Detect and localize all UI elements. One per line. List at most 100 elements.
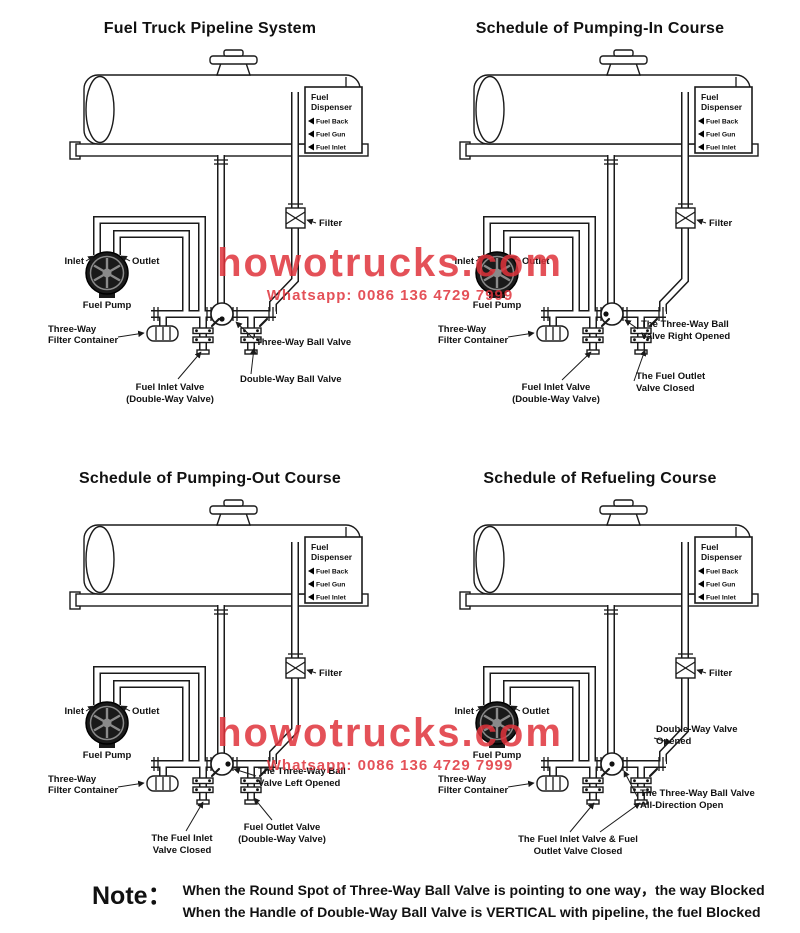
ball-valve-dot bbox=[225, 761, 231, 767]
annotation-fuel-inlet-valve: (Double-Way Valve) bbox=[126, 394, 214, 405]
leader-arrow bbox=[177, 351, 202, 380]
fuel-dispenser-label: Dispenser bbox=[311, 552, 353, 562]
outlet-label: Outlet bbox=[522, 256, 550, 267]
note-line-2: When the Handle of Double-Way Ball Valve… bbox=[182, 904, 761, 921]
outlet-label: Outlet bbox=[522, 706, 550, 717]
fuel-gun-arrow-icon bbox=[698, 580, 704, 588]
fuel-back-arrow-icon bbox=[308, 117, 314, 125]
leader-arrow bbox=[233, 767, 257, 777]
three-way-filter-container-label: Three-Way bbox=[438, 774, 487, 785]
pumping-out-schematic: Fuel Dispenser Fuel Back Fuel Gun Fuel I… bbox=[48, 492, 400, 856]
fuel-dispenser-label: Dispenser bbox=[701, 552, 743, 562]
filter-label: Filter bbox=[709, 218, 733, 229]
fuel-gun-label: Fuel Gun bbox=[316, 132, 345, 139]
fuel-dispenser-label: Fuel bbox=[701, 92, 718, 102]
pumping-in-schematic: Fuel Dispenser Fuel Back Fuel Gun Fuel I… bbox=[438, 42, 790, 405]
three-way-filter-container-label: Three-Way bbox=[48, 774, 97, 785]
annotation-fuel-inlet-valve-state: Valve Closed bbox=[153, 845, 212, 856]
panel-title: Schedule of Pumping-Out Course bbox=[78, 470, 341, 487]
fuel-back-label: Fuel Back bbox=[316, 119, 348, 126]
fuel-back-label: Fuel Back bbox=[316, 569, 348, 576]
leader-arrow bbox=[306, 668, 317, 675]
filter-label: Filter bbox=[319, 218, 343, 229]
note-line-1: When the Round Spot of Three-Way Ball Va… bbox=[182, 882, 765, 898]
fuel-inlet-label: Fuel Inlet bbox=[316, 595, 347, 602]
leader-arrow bbox=[569, 802, 595, 833]
leader-arrow bbox=[507, 330, 535, 338]
outlet-label: Outlet bbox=[132, 256, 160, 267]
leader-arrow bbox=[250, 347, 257, 375]
fuel-gun-label: Fuel Gun bbox=[706, 132, 735, 139]
annotation-fuel-inlet-valve: (Double-Way Valve) bbox=[512, 394, 600, 405]
three-way-filter-container-label: Filter Container bbox=[438, 335, 509, 346]
leader-arrow bbox=[633, 349, 647, 382]
leader-arrow bbox=[561, 351, 592, 381]
fuel-inlet-arrow-icon bbox=[308, 143, 314, 151]
inlet-label: Inlet bbox=[454, 256, 474, 267]
leader-arrow bbox=[117, 330, 145, 338]
fuel-inlet-label: Fuel Inlet bbox=[316, 145, 347, 152]
leader-arrow bbox=[653, 737, 672, 745]
fuel-dispenser-label: Fuel bbox=[701, 542, 718, 552]
fuel-pump-label: Fuel Pump bbox=[473, 750, 522, 761]
three-way-filter-container-label: Filter Container bbox=[48, 785, 119, 796]
leader-arrow bbox=[85, 255, 95, 262]
annotation-fuel-outlet-valve-state: The Fuel Outlet bbox=[636, 371, 706, 382]
three-way-filter-container-label: Filter Container bbox=[438, 785, 509, 796]
fuel-inlet-label: Fuel Inlet bbox=[706, 595, 737, 602]
panel-refueling: Schedule of Refueling Course Fuel Dispen… bbox=[410, 456, 790, 902]
leader-arrow bbox=[696, 668, 707, 675]
panel-pumping-out: Schedule of Pumping-Out Course Fuel Disp… bbox=[20, 456, 400, 902]
fuel-back-arrow-icon bbox=[698, 117, 704, 125]
fuel-dispenser-label: Dispenser bbox=[701, 102, 743, 112]
three-way-filter-container-label: Filter Container bbox=[48, 335, 119, 346]
fuel-back-label: Fuel Back bbox=[706, 119, 738, 126]
leader-arrow bbox=[623, 770, 639, 799]
fuel-back-arrow-icon bbox=[308, 567, 314, 575]
annotation-three-way-ball-valve-state: The Three-Way Ball Valve bbox=[640, 788, 755, 799]
refueling-schematic: Fuel Dispenser Fuel Back Fuel Gun Fuel I… bbox=[438, 492, 790, 857]
panel-title: Schedule of Refueling Course bbox=[483, 470, 717, 487]
annotation-inlet-outlet-valves-state: Outlet Valve Closed bbox=[534, 846, 623, 857]
fuel-inlet-arrow-icon bbox=[308, 593, 314, 601]
annotation-double-way-valve-state: Opened bbox=[656, 736, 692, 747]
pipeline-schematic: Fuel Dispenser Fuel Back Fuel Gun Fuel I… bbox=[48, 42, 400, 405]
leader-arrow bbox=[120, 255, 131, 262]
leader-arrow bbox=[85, 705, 95, 712]
three-way-filter-container-label: Three-Way bbox=[438, 324, 487, 335]
annotation-fuel-outlet-valve-state: Valve Closed bbox=[636, 383, 695, 394]
fuel-gun-label: Fuel Gun bbox=[316, 582, 345, 589]
annotation-three-way-ball-valve: Three-Way Ball Valve bbox=[256, 337, 351, 348]
fuel-gun-label: Fuel Gun bbox=[706, 582, 735, 589]
fuel-pump-label: Fuel Pump bbox=[473, 300, 522, 311]
leader-arrow bbox=[624, 319, 639, 330]
fuel-inlet-arrow-icon bbox=[698, 593, 704, 601]
fuel-gun-arrow-icon bbox=[308, 130, 314, 138]
leader-arrow bbox=[253, 797, 273, 821]
panel-title: Schedule of Pumping-In Course bbox=[475, 20, 725, 37]
panel-pipeline-system: Fuel Truck Pipeline System Fuel Dispense… bbox=[20, 6, 400, 452]
fuel-pump-label: Fuel Pump bbox=[83, 750, 132, 761]
leader-arrow bbox=[599, 802, 641, 833]
inlet-label: Inlet bbox=[454, 706, 474, 717]
ball-valve-dot bbox=[603, 311, 609, 317]
annotation-three-way-ball-valve-state: Valve Left Opened bbox=[258, 778, 341, 789]
annotation-inlet-outlet-valves-state: The Fuel Inlet Valve & Fuel bbox=[518, 834, 638, 845]
annotation-fuel-inlet-valve: Fuel Inlet Valve bbox=[522, 382, 591, 393]
annotation-fuel-outlet-valve: (Double-Way Valve) bbox=[238, 834, 326, 845]
filter-label: Filter bbox=[319, 668, 343, 679]
leader-arrow bbox=[475, 705, 485, 712]
leader-arrow bbox=[235, 321, 255, 340]
annotation-double-way-valve-state: Double-Way Valve bbox=[656, 724, 737, 735]
fuel-dispenser-label: Dispenser bbox=[311, 102, 353, 112]
fuel-gun-arrow-icon bbox=[308, 580, 314, 588]
fuel-back-label: Fuel Back bbox=[706, 569, 738, 576]
leader-arrow bbox=[185, 801, 204, 832]
leader-arrow bbox=[510, 255, 521, 262]
leader-arrow bbox=[117, 780, 145, 788]
leader-arrow bbox=[475, 255, 485, 262]
leader-arrow bbox=[696, 218, 707, 225]
fuel-inlet-label: Fuel Inlet bbox=[706, 145, 737, 152]
fuel-dispenser-label: Fuel bbox=[311, 542, 328, 552]
page-title: Fuel Truck Pipeline System bbox=[103, 20, 317, 37]
